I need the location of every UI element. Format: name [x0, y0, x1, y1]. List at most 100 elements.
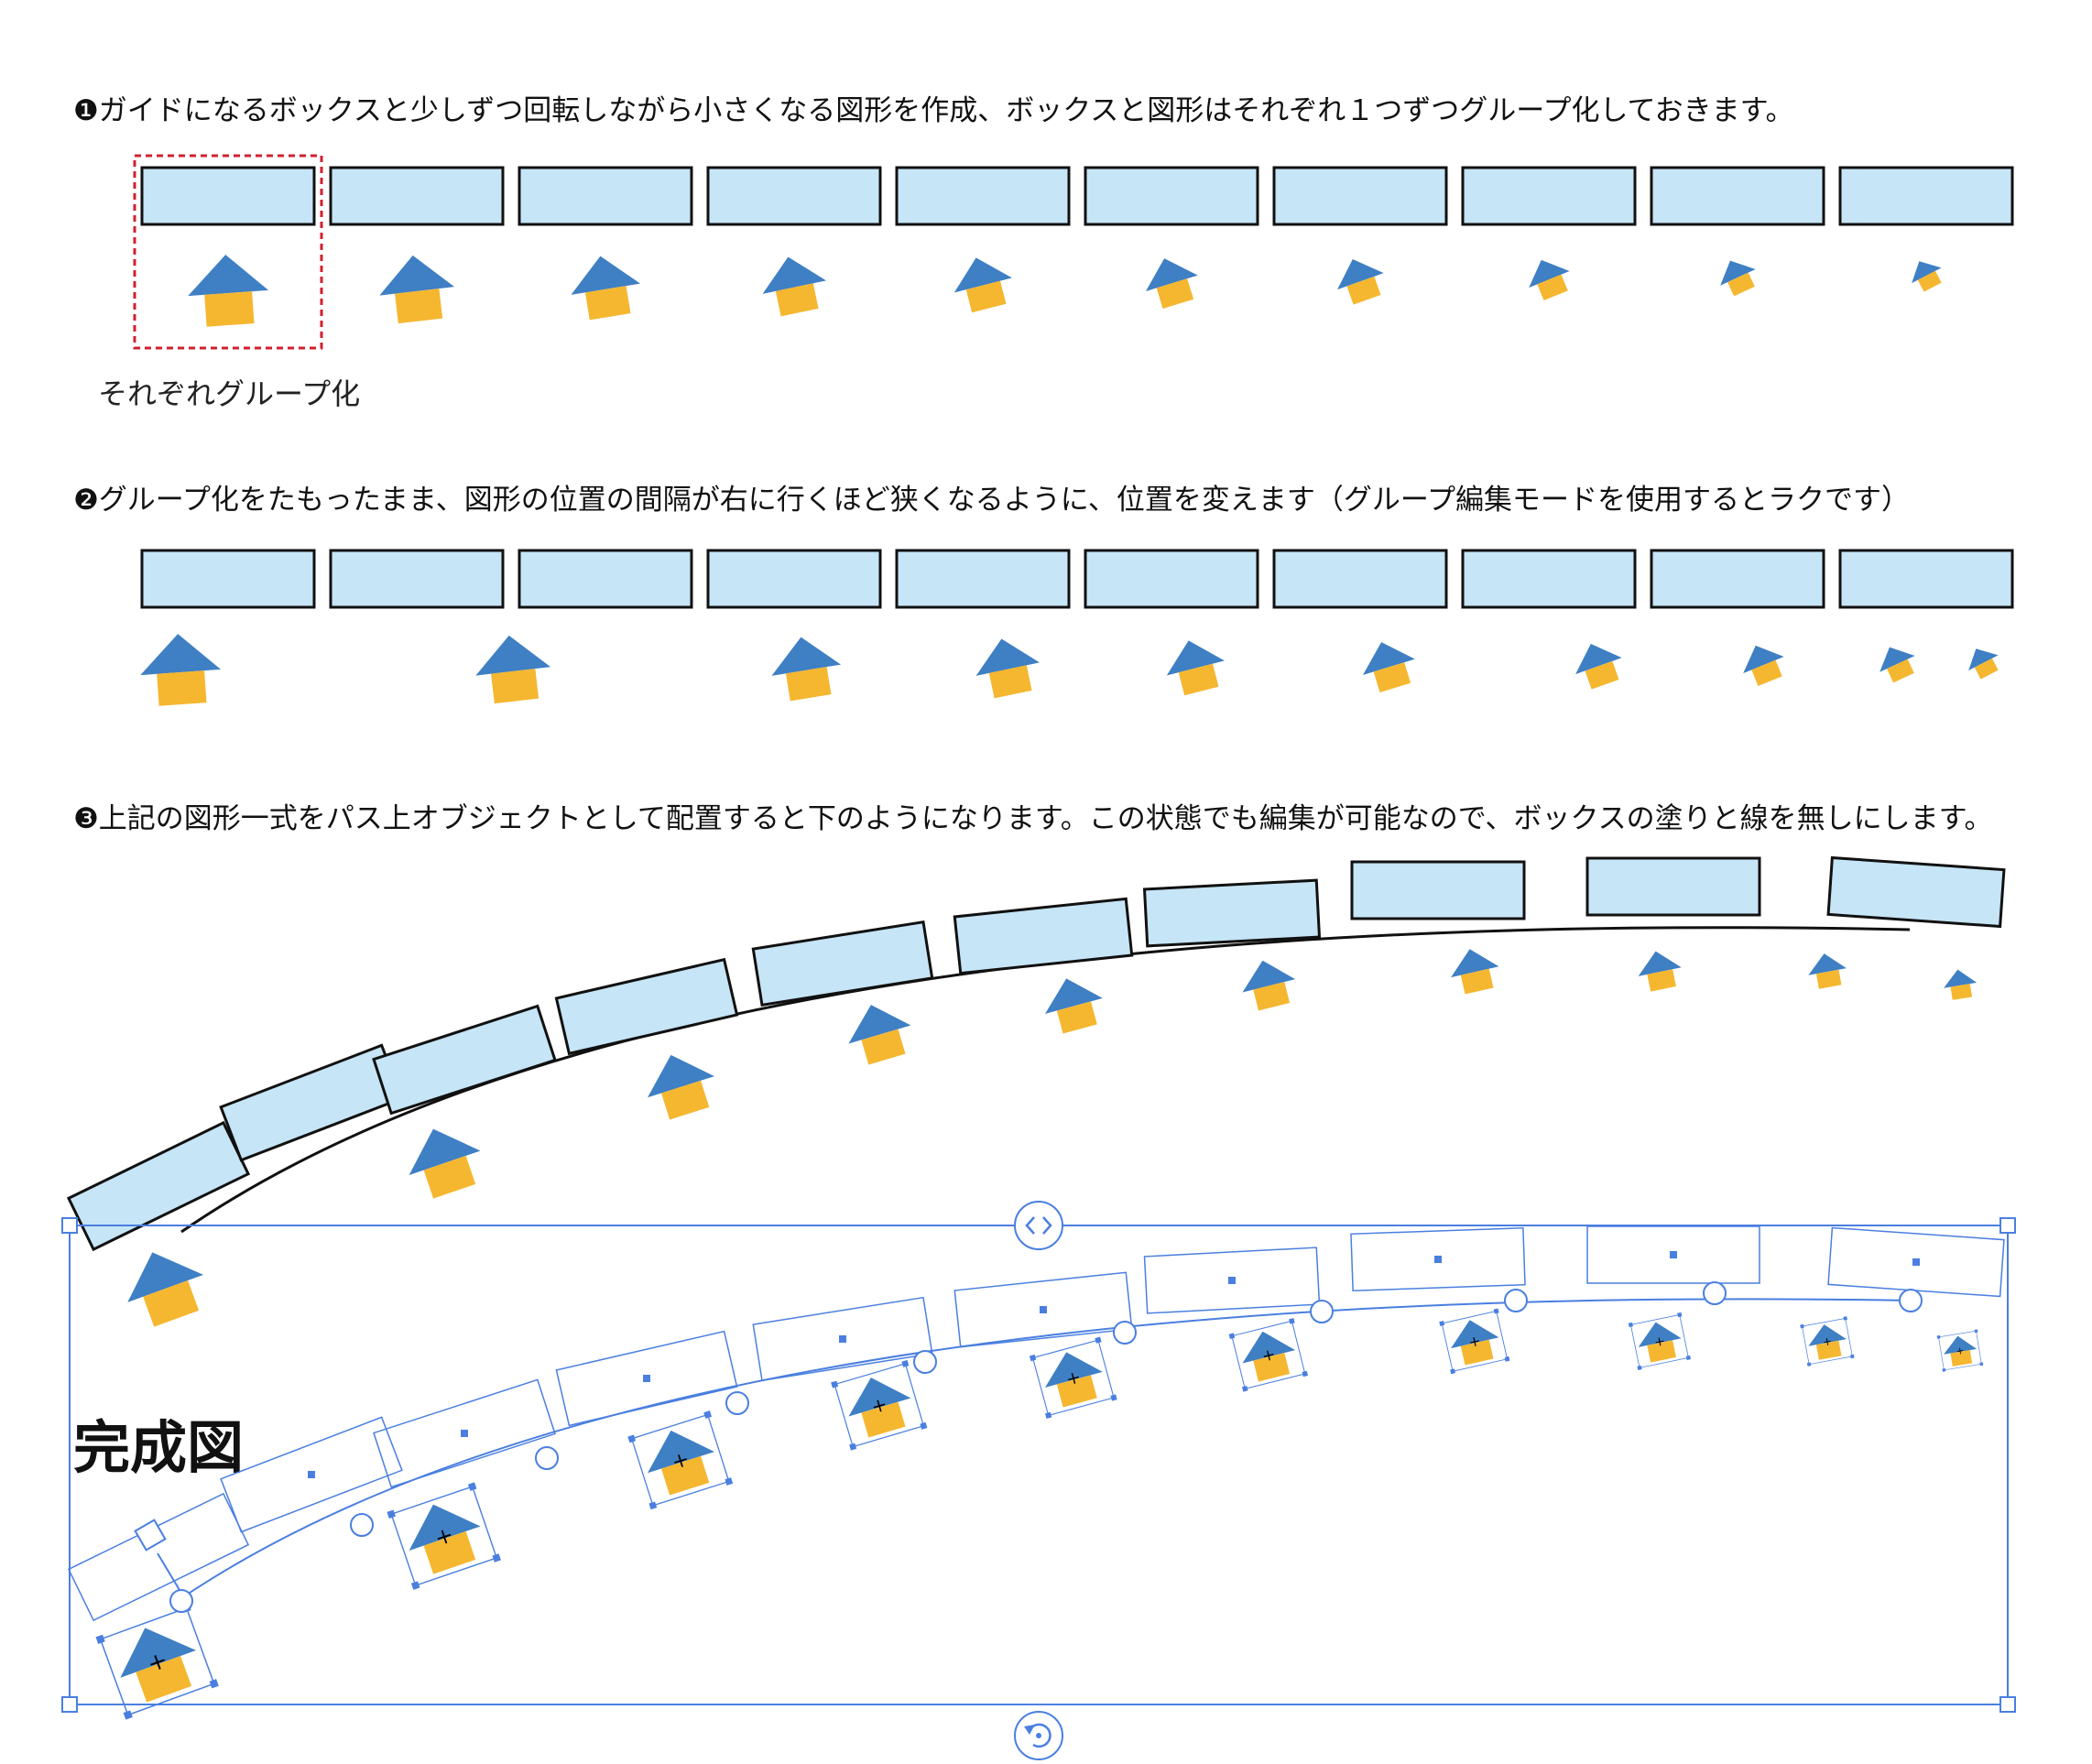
house-roof — [648, 1430, 715, 1474]
house-body — [1647, 1340, 1676, 1363]
guide-box — [751, 920, 934, 1007]
guide-box-outline — [555, 1330, 738, 1427]
house-icon — [848, 1005, 911, 1065]
house-body — [775, 283, 819, 317]
object-selection — [1439, 1308, 1510, 1375]
anchor-point — [1450, 1368, 1455, 1375]
anchor-point — [901, 1359, 910, 1367]
chevrons-icon — [1025, 1216, 1052, 1235]
path-curve — [180, 1298, 1911, 1599]
house-body — [861, 1029, 906, 1065]
house-body — [1460, 968, 1494, 995]
guide-box-outline — [1143, 1247, 1321, 1314]
guide-box — [1142, 878, 1322, 948]
path-spacing-handle[interactable] — [1703, 1281, 1727, 1305]
path-spacing-handle[interactable] — [913, 1350, 937, 1374]
guide-box — [1650, 166, 1825, 226]
path-spacing-handle[interactable] — [1504, 1289, 1528, 1312]
house-icon — [127, 1252, 204, 1327]
anchor-point — [410, 1581, 420, 1590]
anchor-point — [1095, 1336, 1102, 1344]
rotate-handle-icon[interactable] — [1014, 1711, 1063, 1760]
anchor-point — [1302, 1370, 1309, 1377]
guide-box — [1650, 549, 1825, 609]
guide-box — [1272, 549, 1448, 609]
anchor-point — [1289, 1318, 1295, 1324]
anchor-point — [725, 1477, 734, 1486]
path-type-handle-icon[interactable] — [1014, 1201, 1063, 1250]
guide-box-outline — [67, 1492, 250, 1622]
house-body — [1751, 659, 1782, 687]
center-crosshair-icon — [1655, 1337, 1664, 1346]
house-roof — [953, 257, 1012, 293]
anchor-point — [1936, 1334, 1941, 1339]
anchor-point — [849, 1443, 857, 1451]
center-crosshair-icon — [1824, 1338, 1831, 1345]
house-roof — [1808, 1324, 1847, 1346]
path-spacing-handle[interactable] — [535, 1446, 559, 1470]
step-3-instruction: ❸上記の図形一式をパス上オブジェクトとして配置すると下のようになります。この状態… — [73, 802, 1993, 835]
anchor-point — [627, 1434, 637, 1443]
house-body — [1950, 984, 1973, 1000]
path-spacing-handle[interactable] — [350, 1513, 374, 1537]
house-body — [1346, 276, 1381, 305]
house-icon — [475, 635, 551, 704]
center-point — [1434, 1256, 1442, 1263]
object-bounds — [99, 1606, 215, 1716]
anchor-point — [1942, 1368, 1946, 1372]
path-start-handle[interactable] — [134, 1519, 167, 1552]
house-icon — [1638, 951, 1682, 992]
resize-handle[interactable] — [1999, 1217, 2016, 1234]
guide-box — [1084, 549, 1259, 609]
house-body — [660, 1080, 710, 1120]
step-1-instruction: ❶ガイドになるボックスと少しずつ回転しながら小さくなる図形を作成、ボックスと図形… — [73, 94, 1794, 127]
house-roof — [1044, 978, 1103, 1014]
house-roof — [475, 635, 551, 676]
guide-box — [372, 1004, 557, 1116]
guide-box — [895, 166, 1071, 226]
house-icon — [409, 1128, 481, 1199]
house-roof — [1743, 645, 1784, 674]
house-icon — [1145, 258, 1198, 310]
final-label: 完成図 — [73, 1414, 245, 1481]
resize-handle[interactable] — [1999, 1696, 2016, 1713]
house-icon — [1451, 949, 1499, 995]
house-body — [861, 1401, 906, 1438]
guide-box — [329, 549, 505, 609]
anchor-point — [123, 1710, 133, 1720]
object-bounds — [1231, 1320, 1306, 1389]
guide-box — [140, 549, 316, 609]
house-icon — [1743, 645, 1784, 687]
path-spacing-handle[interactable] — [1899, 1289, 1923, 1312]
guide-box — [1461, 166, 1637, 226]
anchor-point — [1637, 1365, 1642, 1371]
step-3-path-layout — [66, 855, 2006, 1327]
path-spacing-handle[interactable] — [1113, 1321, 1137, 1345]
house-icon — [1880, 647, 1915, 683]
object-selection — [1936, 1329, 1984, 1372]
path-spacing-handle[interactable] — [169, 1589, 193, 1613]
center-crosshair-icon — [1263, 1350, 1274, 1361]
resize-handle[interactable] — [61, 1217, 78, 1234]
path-spacing-handle[interactable] — [1310, 1300, 1334, 1323]
house-body — [1460, 1339, 1494, 1366]
center-point — [1228, 1277, 1236, 1284]
house-body — [136, 1655, 192, 1703]
anchor-point — [1228, 1333, 1236, 1339]
house-roof — [1242, 960, 1296, 993]
object-selection — [627, 1410, 734, 1510]
house-roof — [120, 1628, 197, 1678]
house-icon — [379, 255, 455, 324]
house-icon — [953, 257, 1012, 313]
house-roof — [1145, 258, 1198, 291]
house-body — [1950, 1350, 1973, 1367]
resize-handle[interactable] — [61, 1696, 78, 1713]
house-roof — [1968, 648, 1999, 671]
guide-box — [1272, 166, 1448, 226]
path-spacing-handle[interactable] — [725, 1391, 749, 1415]
house-icon — [1337, 259, 1384, 305]
house-roof — [1720, 260, 1756, 286]
house-body — [1917, 270, 1942, 292]
guide-box — [518, 166, 693, 226]
